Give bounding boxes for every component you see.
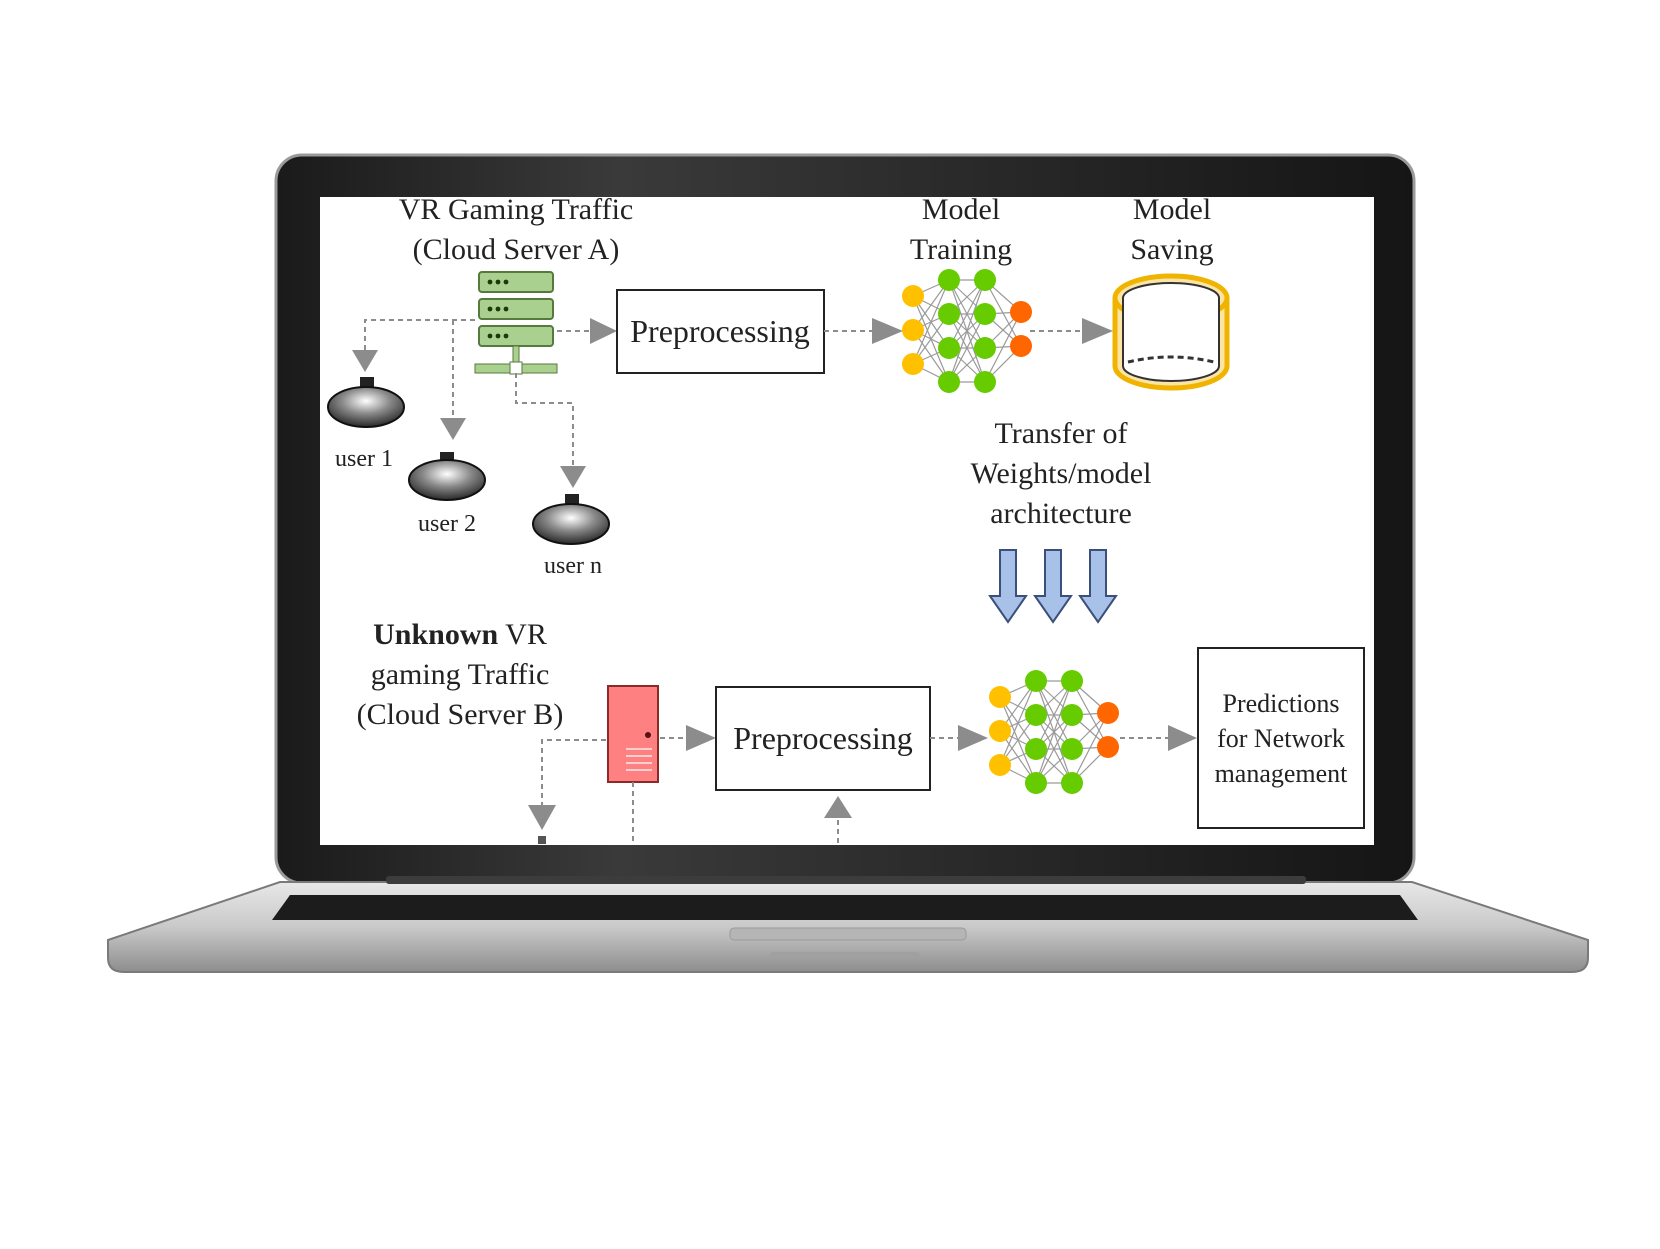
- nn-edge: [999, 680, 1037, 766]
- user-label: user 1: [335, 446, 393, 472]
- saving-title-line2: Saving: [1130, 233, 1213, 266]
- transfer-line3: architecture: [990, 497, 1132, 530]
- nn-node: [1025, 738, 1047, 760]
- nn-edge: [948, 313, 986, 383]
- preprocessing-label-top: Preprocessing: [630, 313, 810, 349]
- nn-node: [974, 371, 996, 393]
- nn-node: [1010, 301, 1032, 323]
- nn-node: [989, 720, 1011, 742]
- neural-network-icon-inference: [989, 670, 1119, 794]
- transfer-arrows: [988, 549, 1118, 624]
- training-title-line2: Training: [910, 233, 1012, 266]
- nn-node: [902, 353, 924, 375]
- source-b-title-line1: Unknown VR: [373, 618, 547, 651]
- predictions-line1: Predictions: [1223, 689, 1340, 718]
- source-b-title-line3: (Cloud Server B): [357, 698, 564, 731]
- saving-title-line1: Model: [1133, 193, 1211, 226]
- server-a-icon: [474, 271, 558, 375]
- nn-node: [1061, 738, 1083, 760]
- nn-node: [989, 754, 1011, 776]
- trackpad: [729, 927, 967, 941]
- nn-edge: [1035, 714, 1073, 784]
- nn-node: [902, 285, 924, 307]
- source-a-title-line1: VR Gaming Traffic: [399, 193, 633, 226]
- nn-node: [1061, 772, 1083, 794]
- nn-node: [1025, 704, 1047, 726]
- nn-node: [1097, 702, 1119, 724]
- laptop-hinge: [386, 876, 1306, 884]
- neural-network-icon-training: [902, 269, 1032, 393]
- transfer-line2: Weights/model: [971, 457, 1152, 490]
- vr-headset-icon: [532, 494, 610, 545]
- nn-node: [974, 269, 996, 291]
- nn-edge: [984, 311, 1022, 383]
- predictions-box: [1197, 647, 1365, 829]
- pipeline-diagram: VR Gaming Traffic (Cloud Server A): [327, 193, 1365, 845]
- nn-edge: [948, 279, 986, 383]
- nn-node: [1025, 670, 1047, 692]
- nn-node: [902, 319, 924, 341]
- nn-node: [974, 337, 996, 359]
- nn-edge: [948, 279, 986, 349]
- nn-node: [989, 686, 1011, 708]
- server-b-icon: [607, 685, 659, 783]
- preprocessing-label-bottom: Preprocessing: [733, 720, 913, 756]
- nn-node: [1097, 736, 1119, 758]
- nn-node: [938, 371, 960, 393]
- nn-edge: [1071, 712, 1109, 784]
- vr-headset-icon: [327, 377, 405, 428]
- base-notch: [770, 952, 920, 958]
- source-b-title-bold: Unknown: [373, 618, 498, 651]
- transfer-line1: Transfer of: [994, 417, 1127, 450]
- nn-node: [1010, 335, 1032, 357]
- nn-node: [1061, 670, 1083, 692]
- vr-headset-icon: [408, 452, 486, 501]
- training-title-line1: Model: [922, 193, 1000, 226]
- user-label: user n: [544, 553, 602, 579]
- nn-edge: [912, 279, 950, 365]
- nn-node: [938, 337, 960, 359]
- user-label: user 2: [418, 511, 476, 537]
- nn-edge: [1035, 680, 1073, 750]
- preprocessing-box-bottom: [715, 686, 931, 791]
- nn-node: [974, 303, 996, 325]
- nn-node: [938, 269, 960, 291]
- nn-node: [938, 303, 960, 325]
- source-b-title-rest: VR: [498, 618, 547, 651]
- nn-edge: [1035, 680, 1073, 784]
- source-a-title-line2: (Cloud Server A): [413, 233, 620, 266]
- keyboard: [272, 895, 1418, 920]
- database-cylinder-icon: [1112, 273, 1230, 391]
- predictions-line3: management: [1215, 759, 1349, 788]
- source-b-title-line2: gaming Traffic: [371, 658, 550, 691]
- predictions-line2: for Network: [1217, 724, 1345, 753]
- nn-node: [1061, 704, 1083, 726]
- nn-node: [1025, 772, 1047, 794]
